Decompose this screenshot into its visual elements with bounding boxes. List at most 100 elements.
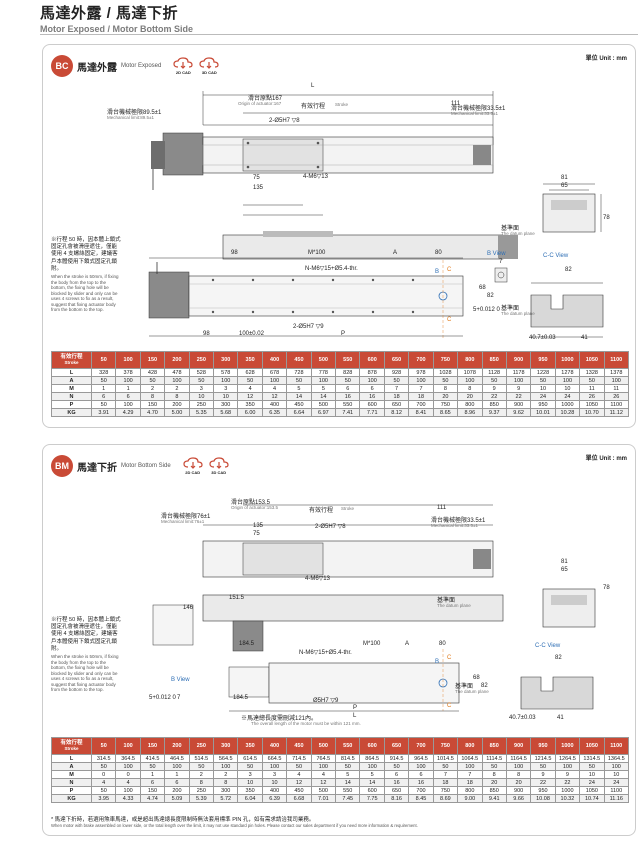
- table-cell: 100: [310, 376, 337, 385]
- dim-41: 41: [557, 715, 564, 721]
- row-label: A: [51, 376, 92, 385]
- table-cell: 8.96: [457, 408, 483, 417]
- table-cell: 9.41: [481, 794, 507, 803]
- table-cell: 18: [457, 778, 483, 787]
- dim-m100: M*100: [308, 250, 326, 256]
- dim-1845: 184.5: [239, 641, 255, 647]
- cad-3d-download[interactable]: 3D CAD: [209, 457, 229, 475]
- cad-2d-download[interactable]: 2D CAD: [173, 57, 193, 75]
- mech-limit-right-en: Mechanical limit:33.5±1: [431, 523, 478, 528]
- dim-78: 78: [603, 585, 610, 591]
- table-cell: 964.5: [408, 754, 434, 763]
- table-cell: 4: [310, 770, 337, 779]
- stroke-column-header: 400: [261, 351, 288, 369]
- table-cell: 878: [359, 368, 385, 377]
- table-cell: 9: [530, 770, 556, 779]
- table-cell: 6: [359, 384, 385, 393]
- dim-A: A: [393, 250, 398, 256]
- mech-limit-right: 滑台機械極限33.5±1: [451, 106, 506, 112]
- table-cell: 600: [359, 786, 385, 795]
- mech-limit-right: 滑台機械極限33.5±1: [431, 518, 486, 524]
- table-cell: 1028: [432, 368, 459, 377]
- end-view-drawing: [542, 588, 596, 628]
- table-cell: 20: [432, 392, 459, 401]
- table-cell: 528: [188, 368, 215, 377]
- table-cell: 1: [115, 384, 141, 393]
- cad-3d-download[interactable]: 3D CAD: [199, 57, 219, 75]
- top-view-drawing: [151, 91, 518, 260]
- mech-limit-right-en: Mechanical limit:33.5±1: [451, 111, 498, 116]
- panel-title: BM 馬達下折 Motor Bottom Side 2D CAD 3D CAD: [51, 455, 229, 477]
- n-holes-label: N-M6▽15+Ø5.4-thr.: [299, 650, 352, 656]
- dim-82b: 82: [565, 267, 572, 273]
- table-cell: 1050: [579, 400, 605, 409]
- table-cell: 628: [237, 368, 263, 377]
- stroke-column-header: 1000: [554, 351, 581, 369]
- table-cell: 1100: [603, 400, 630, 409]
- mech-limit-left: 滑台機械極限89.5±1: [107, 110, 162, 116]
- datum-label: 基準面: [437, 598, 456, 604]
- table-cell: 9.37: [481, 408, 507, 417]
- table-cell: 828: [335, 368, 361, 377]
- stroke-column-header: 150: [139, 737, 166, 755]
- cad-2d-download[interactable]: 2D CAD: [183, 457, 203, 475]
- panel-motor-bottom: 單位 Unit : mm BM 馬達下折 Motor Bottom Side 2…: [42, 444, 636, 836]
- row-label: M: [51, 384, 92, 393]
- table-cell: 0: [115, 770, 141, 779]
- table-cell: 814.5: [335, 754, 361, 763]
- dim-7: 7: [177, 695, 181, 701]
- stroke-column-header: 200: [164, 351, 190, 369]
- table-cell: 10: [579, 770, 605, 779]
- table-cell: 1: [139, 770, 166, 779]
- pin2-label: 2-Ø5H7 ▽9: [293, 324, 324, 330]
- table-cell: 14: [286, 392, 312, 401]
- mech-limit-left: 滑台機械極限76±1: [161, 514, 211, 520]
- table-cell: 4: [115, 778, 141, 787]
- table-cell: 750: [432, 400, 459, 409]
- dim-65: 65: [561, 183, 568, 189]
- c-marker-top: C: [447, 655, 452, 661]
- dim-A: A: [405, 641, 410, 647]
- stroke-column-header: 450: [286, 737, 312, 755]
- dim-98b: 98: [203, 331, 210, 337]
- table-cell: 100: [359, 762, 385, 771]
- stroke-column-header: 800: [457, 351, 483, 369]
- table-cell: 350: [237, 786, 263, 795]
- stroke-column-header: 350: [237, 737, 263, 755]
- table-cell: 1328: [579, 368, 605, 377]
- cloud-download-icon: [199, 57, 219, 69]
- table-cell: 9: [554, 770, 581, 779]
- table-cell: 10: [261, 778, 288, 787]
- table-cell: 900: [505, 400, 532, 409]
- stroke-column-header: 1050: [579, 351, 605, 369]
- dim-m100: M*100: [363, 641, 381, 647]
- table-cell: 4.74: [139, 794, 166, 803]
- dim-111: 111: [451, 101, 461, 107]
- overall-note: ※馬達總長度需刪減121內。: [241, 716, 318, 722]
- table-cell: 364.5: [115, 754, 141, 763]
- table-cell: 7: [432, 770, 459, 779]
- page-title: 馬達外露 / 馬達下折: [40, 5, 179, 22]
- table-cell: 200: [164, 786, 190, 795]
- stroke-column-header: 550: [335, 351, 361, 369]
- table-cell: 7: [408, 384, 434, 393]
- table-cell: 8.41: [408, 408, 434, 417]
- table-cell: 20: [505, 778, 532, 787]
- stroke-note-en: When the stroke is 50mm, if fixing the b…: [51, 274, 119, 313]
- table-cell: 3.91: [90, 408, 117, 417]
- stroke-column-header: 600: [359, 737, 385, 755]
- table-cell: 50: [286, 376, 312, 385]
- table-cell: 850: [481, 786, 507, 795]
- table-cell: 6: [408, 770, 434, 779]
- panel-title-zh: 馬達外露: [77, 62, 117, 74]
- table-cell: 200: [164, 400, 190, 409]
- pin-label: 2-Ø5H7 ▽8: [315, 524, 346, 530]
- table-cell: 764.5: [310, 754, 337, 763]
- table-cell: 24: [530, 392, 556, 401]
- table-cell: 9: [481, 384, 507, 393]
- table-cell: 1214.5: [530, 754, 556, 763]
